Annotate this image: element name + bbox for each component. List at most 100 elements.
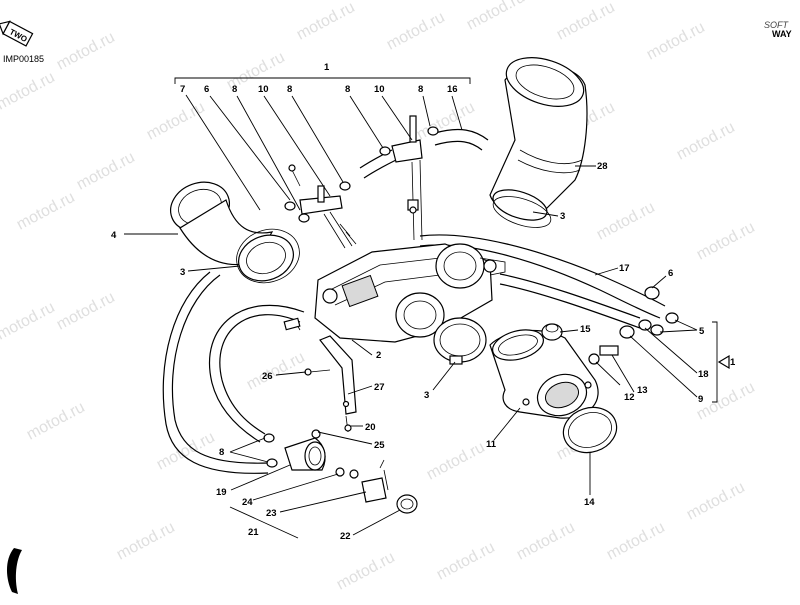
callout-17: 17 — [619, 263, 630, 274]
callout-8: 8 — [219, 447, 224, 458]
callout-13: 13 — [637, 385, 648, 396]
watermark-text: motod.ru — [674, 119, 738, 164]
callout-8: 8 — [418, 84, 423, 95]
throttle-pulley — [322, 288, 338, 304]
callout-labels: 1 7 6 8 10 8 8 10 8 16 4 3 2 8 3 17 6 5 1… — [111, 62, 709, 542]
clamp-left — [236, 228, 300, 284]
brand-logo-top: SOFT — [764, 20, 790, 30]
watermark-text: motod.ru — [0, 299, 58, 344]
callout-20: 20 — [365, 422, 376, 433]
callout-1: 1 — [324, 62, 330, 73]
intake-boot-right-mouth — [505, 57, 585, 107]
callout-4: 4 — [111, 230, 117, 241]
hose-18-edge — [499, 283, 641, 329]
header-badge: TWO IMP00185 — [0, 20, 44, 64]
callout-3: 3 — [180, 267, 185, 278]
callout-8: 8 — [287, 84, 292, 95]
o-ring — [562, 406, 618, 454]
callout-3: 3 — [560, 211, 565, 222]
watermark-text: motod.ru — [244, 349, 308, 394]
watermark-text: motod.ru — [144, 99, 208, 144]
callout-19: 19 — [216, 487, 227, 498]
watermark-text: motod.ru — [24, 399, 88, 444]
hose-left-loop-edge — [208, 304, 305, 443]
watermark-text: motod.ru — [14, 189, 78, 234]
callout-10: 10 — [258, 84, 269, 95]
page-mark — [7, 548, 22, 594]
hose-18 — [499, 273, 641, 319]
callout-22: 22 — [340, 531, 351, 542]
callout-23: 23 — [266, 508, 277, 519]
watermark-text: motod.ru — [294, 0, 358, 44]
fitting-13 — [599, 345, 619, 356]
watermark-text: motod.ru — [604, 519, 668, 564]
watermark-text: motod.ru — [114, 519, 178, 564]
callout-10: 10 — [374, 84, 385, 95]
watermark-text: motod.ru — [414, 99, 478, 144]
badge-arrow — [0, 20, 11, 36]
callout-11: 11 — [486, 439, 497, 450]
watermark-text: motod.ru — [514, 519, 578, 564]
callout-16: 16 — [447, 84, 458, 95]
page-mark-glyph — [7, 548, 22, 594]
brand-logo-bottom: WAY — [772, 29, 792, 39]
callout-7: 7 — [180, 84, 185, 95]
hose-long — [171, 274, 269, 464]
watermark-text: motod.ru — [594, 199, 658, 244]
hose-long-edge — [162, 271, 269, 474]
intake-boot-left-flange — [238, 234, 294, 282]
clamp-middle — [433, 317, 487, 363]
kit-marker: 1 — [717, 354, 736, 370]
callout-25: 25 — [374, 440, 385, 451]
hose-17 — [419, 234, 666, 307]
clamp-5 — [650, 324, 664, 336]
watermark-text: motod.ru — [334, 549, 398, 594]
clamp-right — [492, 196, 552, 228]
throttle-linkage — [341, 274, 379, 308]
clamp-8 — [339, 181, 351, 191]
bracket — [319, 335, 357, 415]
clamp-8 — [266, 458, 278, 468]
clamp-5 — [665, 312, 679, 324]
watermark-text: motod.ru — [554, 0, 618, 44]
callout-6: 6 — [204, 84, 209, 95]
callout-8: 8 — [345, 84, 350, 95]
callout-5: 5 — [699, 326, 705, 337]
watermark-text: motod.ru — [424, 439, 488, 484]
diagram-code: IMP00185 — [3, 54, 44, 64]
callout-15: 15 — [580, 324, 591, 335]
callout-9: 9 — [698, 394, 703, 405]
kit-marker-arrow — [717, 354, 730, 370]
callout-8: 8 — [232, 84, 237, 95]
watermark-text: motod.ru — [54, 289, 118, 334]
watermark-text: motod.ru — [694, 379, 758, 424]
callout-6: 6 — [668, 268, 673, 279]
clamp-8 — [263, 433, 275, 443]
callout-24: 24 — [242, 497, 253, 508]
cap-9 — [619, 325, 635, 339]
washer-12 — [588, 353, 600, 365]
leader-lines — [124, 94, 698, 536]
vacuum-tee-left — [299, 195, 343, 215]
watermark-text: motod.ru — [74, 149, 138, 194]
screw-20 — [344, 424, 352, 432]
hose-16-edge — [434, 140, 483, 151]
callout-2: 2 — [376, 350, 381, 361]
clamp-8 — [379, 146, 391, 156]
brand-logo: SOFT WAY — [764, 20, 792, 39]
assembly-bracket — [174, 77, 471, 84]
parts-artwork — [162, 57, 718, 539]
watermark-text: motod.ru — [644, 19, 708, 64]
cap-6 — [644, 286, 660, 300]
ring-22 — [396, 494, 418, 514]
callout-21: 21 — [248, 527, 259, 538]
callout-12: 12 — [624, 392, 635, 403]
watermark-text: motod.ru — [464, 0, 528, 34]
callout-3: 3 — [424, 390, 429, 401]
sensor-23 — [361, 477, 387, 503]
clamp-8 — [284, 201, 296, 211]
throttle-sensor — [483, 259, 497, 273]
clamp-8 — [298, 213, 310, 223]
